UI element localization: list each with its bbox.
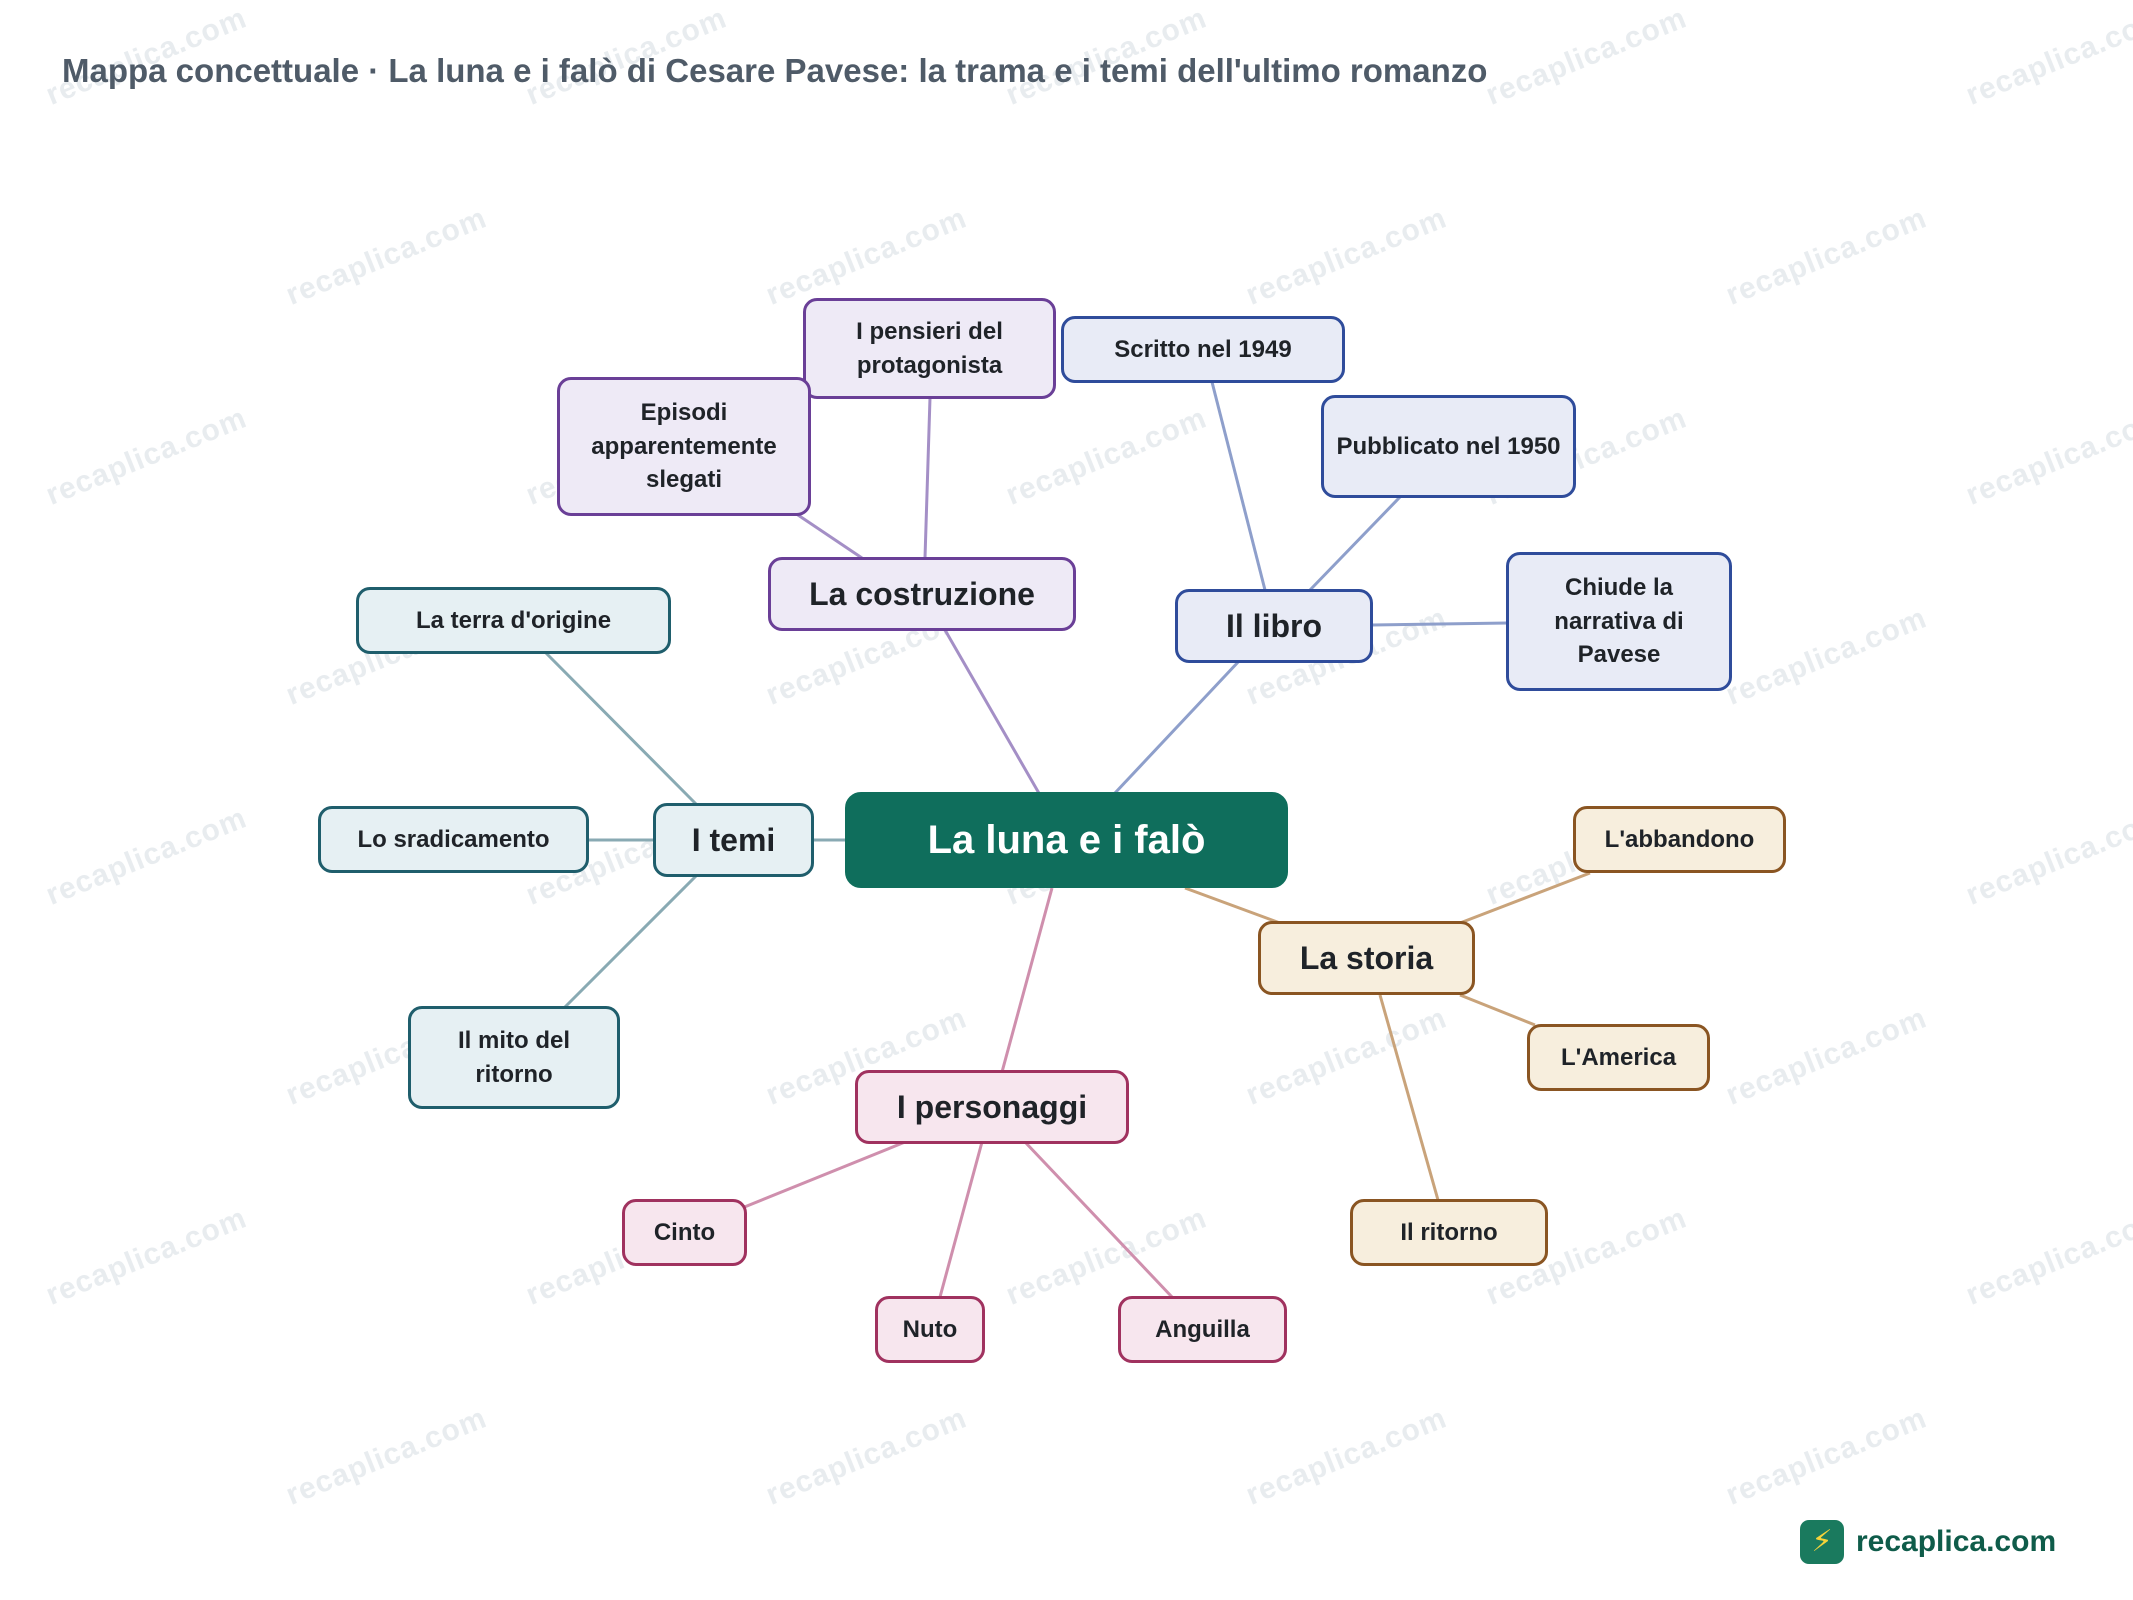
edge-center-costruzione bbox=[943, 629, 1042, 796]
leaf-sradicamento: Lo sradicamento bbox=[318, 806, 589, 873]
book-lightning-icon: ⚡ bbox=[1800, 1520, 1844, 1564]
edge-costruzione-episodi bbox=[794, 511, 863, 560]
center-node: La luna e i falò bbox=[845, 792, 1288, 888]
leaf-abbandono: L'abbandono bbox=[1573, 806, 1786, 873]
leaf-pubblicato-1950: Pubblicato nel 1950 bbox=[1321, 395, 1576, 498]
leaf-il-ritorno: Il ritorno bbox=[1350, 1199, 1548, 1266]
leaf-terra-origine: La terra d'origine bbox=[356, 587, 671, 654]
edge-costruzione-pensieri bbox=[923, 397, 932, 559]
leaf-america: L'America bbox=[1527, 1024, 1710, 1091]
branch-personaggi: I personaggi bbox=[855, 1070, 1129, 1144]
edge-center-personaggi bbox=[1000, 887, 1054, 1073]
edge-libro-chiude bbox=[1371, 621, 1509, 627]
edge-libro-scritto bbox=[1210, 381, 1267, 591]
leaf-pensieri-protagonista: I pensieri del protagonista bbox=[803, 298, 1056, 399]
edge-temi-terra bbox=[543, 650, 699, 807]
edge-personaggi-cinto bbox=[741, 1140, 906, 1210]
page-title: Mappa concettuale · La luna e i falò di … bbox=[62, 52, 1488, 89]
edge-personaggi-nuto bbox=[938, 1141, 984, 1298]
edge-center-libro bbox=[1113, 658, 1242, 795]
edge-libro-pubblicato bbox=[1308, 495, 1402, 592]
edge-temi-mito bbox=[563, 873, 699, 1009]
branch-temi: I temi bbox=[653, 803, 814, 877]
leaf-chiude-narrativa: Chiude la narrativa di Pavese bbox=[1506, 552, 1732, 691]
leaf-scritto-1949: Scritto nel 1949 bbox=[1061, 316, 1345, 383]
edge-storia-america bbox=[1459, 993, 1536, 1027]
edge-personaggi-anguilla bbox=[1023, 1140, 1174, 1299]
branch-libro: Il libro bbox=[1175, 589, 1373, 663]
logo-text: recaplica.com bbox=[1856, 1525, 2057, 1558]
branch-costruzione: La costruzione bbox=[768, 557, 1076, 631]
branch-storia: La storia bbox=[1258, 921, 1475, 995]
edge-storia-ritorno bbox=[1378, 994, 1440, 1201]
edge-storia-abbandono bbox=[1459, 871, 1591, 925]
leaf-cinto: Cinto bbox=[622, 1199, 747, 1266]
leaf-mito-ritorno: Il mito del ritorno bbox=[408, 1006, 620, 1109]
leaf-nuto: Nuto bbox=[875, 1296, 985, 1363]
leaf-anguilla: Anguilla bbox=[1118, 1296, 1287, 1363]
leaf-episodi-slegati: Episodi apparentemente slegati bbox=[557, 377, 811, 516]
edge-center-storia bbox=[1184, 886, 1281, 925]
recaplica-logo[interactable]: ⚡ recaplica.com bbox=[1800, 1520, 2056, 1564]
